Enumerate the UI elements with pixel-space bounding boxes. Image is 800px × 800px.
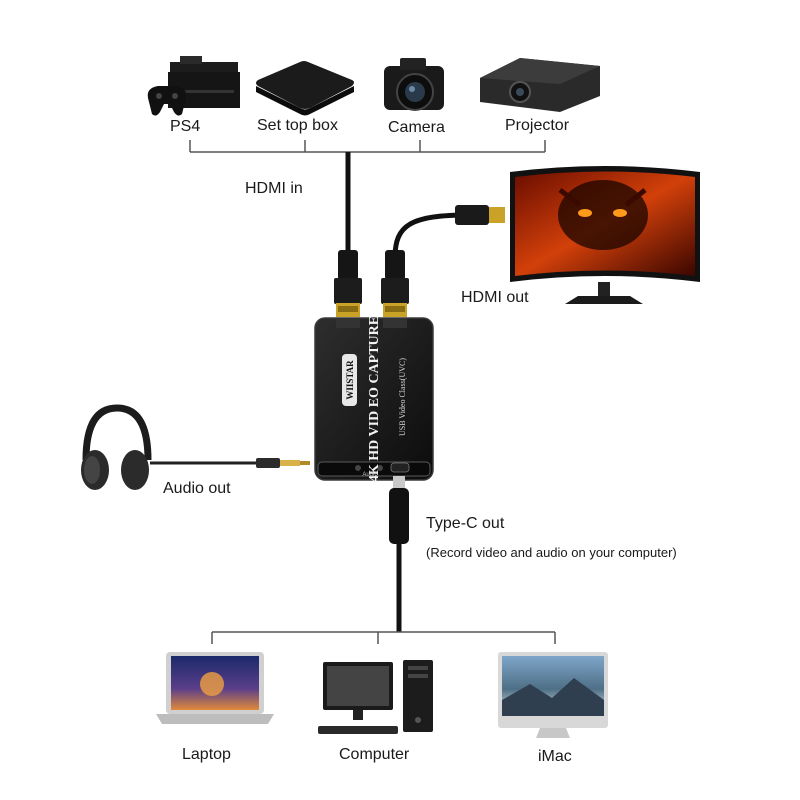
game-console-icon: [147, 56, 240, 116]
hdmi-out-cable: [381, 205, 505, 317]
hdmi-out-label: HDMI out: [461, 289, 529, 306]
imac-icon: [498, 652, 608, 738]
device-text: 4K HD VID EO CAPTURE USB Video Class(UVC…: [367, 316, 407, 482]
audio-out-label: Audio out: [163, 480, 231, 497]
source-label-set-top-box: Set top box: [257, 117, 338, 134]
device-subtitle: USB Video Class(UVC): [398, 358, 407, 436]
typec-note: (Record video and audio on your computer…: [426, 545, 677, 560]
device-brand: WIISTAR: [345, 360, 355, 400]
hdmi-in-cable: [334, 152, 362, 317]
set-top-box-icon: [256, 61, 354, 116]
audio-cable: [150, 458, 310, 468]
monitor-icon: [510, 166, 700, 304]
capture-device: 4K HD VID EO CAPTURE USB Video Class(UVC…: [314, 316, 434, 482]
source-bracket: [189, 140, 546, 153]
source-label-camera: Camera: [388, 119, 445, 136]
laptop-icon: [156, 652, 274, 724]
camera-icon: [384, 58, 444, 111]
device-title: 4K HD VID EO CAPTURE: [367, 316, 382, 482]
device-brand-badge: WIISTAR: [342, 354, 357, 406]
target-bracket: [211, 631, 556, 644]
source-label-projector: Projector: [505, 117, 570, 134]
projector-icon: [480, 58, 600, 112]
target-label-laptop: Laptop: [182, 746, 231, 763]
hdmi-in-label: HDMI in: [245, 180, 303, 197]
target-label-imac: iMac: [538, 748, 572, 765]
audio-port-label: Audio: [362, 472, 378, 478]
headphones-icon: [81, 404, 152, 490]
target-label-computer: Computer: [339, 746, 410, 763]
source-label-ps4: PS4: [170, 118, 201, 135]
typec-out-label: Type-C out: [426, 515, 505, 532]
typec-cable: [389, 476, 409, 632]
desktop-computer-icon: [318, 660, 433, 734]
